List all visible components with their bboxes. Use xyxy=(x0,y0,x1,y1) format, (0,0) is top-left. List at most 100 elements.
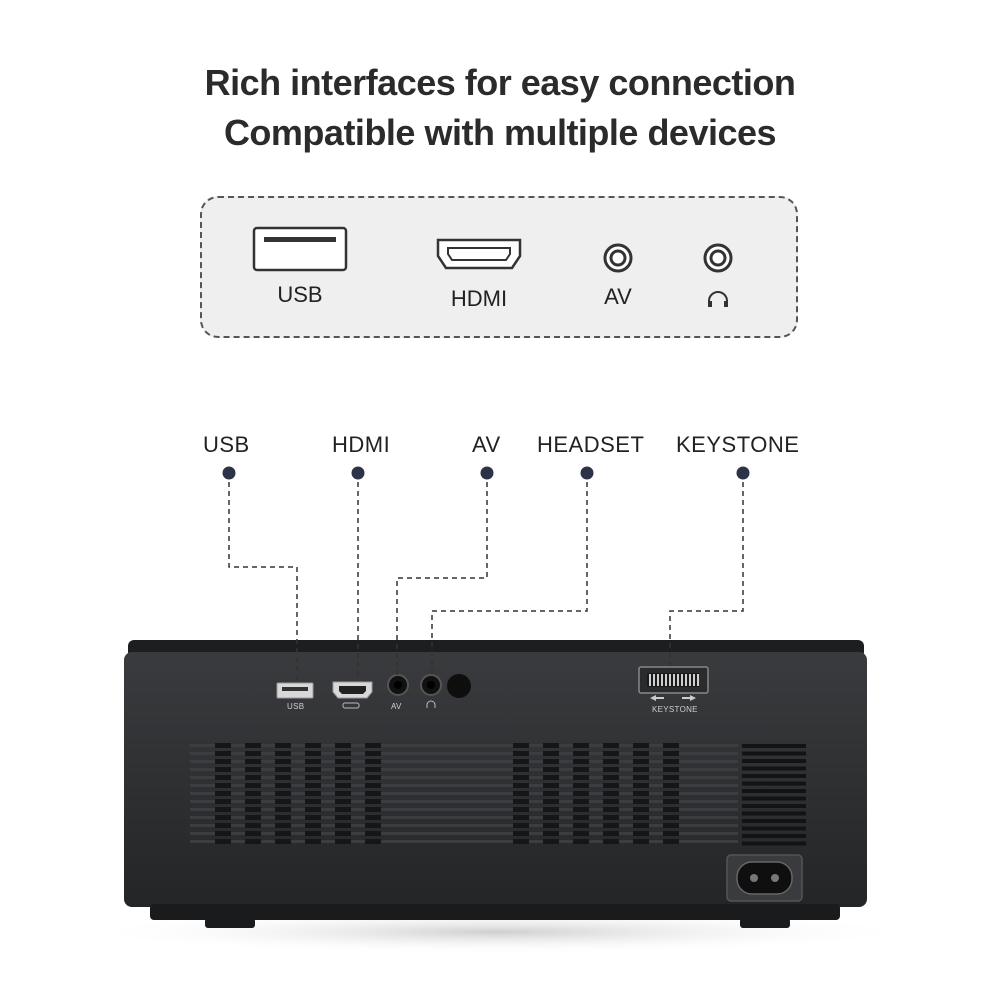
vent-hole xyxy=(335,751,351,756)
vent-hole xyxy=(275,751,291,756)
keystone-wheel-ticks xyxy=(649,674,699,686)
vent-hole xyxy=(603,743,619,748)
callout-label-hdmi: HDMI xyxy=(332,432,391,457)
vent-hole xyxy=(305,759,321,764)
vent-hole xyxy=(573,783,589,788)
vent-hole xyxy=(305,815,321,820)
av-jack-icon xyxy=(603,243,633,273)
vent-hole xyxy=(633,815,649,820)
vent-hole xyxy=(365,807,381,812)
vent-hole xyxy=(245,759,261,764)
vent-hole xyxy=(335,807,351,812)
vent-hole xyxy=(633,839,649,844)
vent-hole xyxy=(513,791,529,796)
side-vent-slot xyxy=(742,796,806,801)
vent-slot xyxy=(190,824,738,827)
vent-hole xyxy=(365,799,381,804)
side-vent-slot xyxy=(742,811,806,816)
vent-hole xyxy=(335,783,351,788)
vent-hole xyxy=(275,823,291,828)
vent-hole xyxy=(335,839,351,844)
projector-foot-left xyxy=(205,918,255,928)
vent-hole xyxy=(245,751,261,756)
vent-hole xyxy=(573,775,589,780)
vent-hole xyxy=(543,767,559,772)
vent-hole xyxy=(513,831,529,836)
vent-hole xyxy=(603,751,619,756)
vent-hole xyxy=(335,799,351,804)
keystone-wheel-tick xyxy=(657,674,659,686)
vent-hole xyxy=(335,791,351,796)
vent-hole xyxy=(305,775,321,780)
interface-hdmi: HDMI xyxy=(436,238,522,312)
side-vent-slot xyxy=(742,804,806,808)
vent-hole xyxy=(305,767,321,772)
vent-hole xyxy=(633,831,649,836)
vent-hole xyxy=(573,751,589,756)
vent-hole xyxy=(633,751,649,756)
vent-hole xyxy=(633,767,649,772)
vent-hole xyxy=(215,743,231,748)
vent-hole xyxy=(215,823,231,828)
vent-hole xyxy=(245,799,261,804)
vent-hole xyxy=(365,839,381,844)
interface-av-label: AV xyxy=(604,284,632,309)
vent-hole xyxy=(633,775,649,780)
vent-hole xyxy=(633,823,649,828)
vent-hole xyxy=(603,759,619,764)
vent-hole xyxy=(603,783,619,788)
vent-hole xyxy=(275,783,291,788)
side-vent-slot xyxy=(742,819,806,823)
side-vent-slot xyxy=(742,841,806,846)
vent-slot xyxy=(190,760,738,763)
callout-dot-hdmi xyxy=(351,466,365,480)
vent-hole xyxy=(275,775,291,780)
vent-slot xyxy=(190,840,738,843)
interface-hdmi-label: HDMI xyxy=(450,286,508,311)
vent-hole xyxy=(245,783,261,788)
leader-line-av xyxy=(396,473,488,675)
vent-hole xyxy=(513,839,529,844)
vent-hole xyxy=(663,783,679,788)
vent-hole xyxy=(603,815,619,820)
vent-hole xyxy=(603,831,619,836)
vent-hole xyxy=(275,759,291,764)
vent-hole xyxy=(573,743,589,748)
vent-hole xyxy=(513,815,529,820)
vent-hole xyxy=(245,815,261,820)
vent-hole xyxy=(513,807,529,812)
keystone-wheel-tick xyxy=(669,674,671,686)
vent-hole xyxy=(215,751,231,756)
callout-label-av: AV xyxy=(472,432,501,457)
hdmi-small-icon xyxy=(342,702,360,709)
vent-hole xyxy=(573,807,589,812)
keystone-wheel-tick xyxy=(665,674,667,686)
vent-hole xyxy=(513,759,529,764)
vent-hole xyxy=(215,799,231,804)
vent-hole xyxy=(513,799,529,804)
callout-leader-lines xyxy=(228,473,744,682)
vent-hole xyxy=(543,759,559,764)
vent-hole xyxy=(275,799,291,804)
keystone-wheel-tick xyxy=(649,674,651,686)
vent-hole xyxy=(633,807,649,812)
vent-hole xyxy=(573,815,589,820)
vent-hole xyxy=(663,823,679,828)
vent-hole xyxy=(543,775,559,780)
vent-slot xyxy=(190,832,738,835)
device-ir-receiver xyxy=(447,674,471,698)
vent-hole xyxy=(305,831,321,836)
vent-hole xyxy=(245,807,261,812)
interface-av: AV xyxy=(598,242,638,310)
vent-hole xyxy=(275,791,291,796)
vent-hole xyxy=(633,799,649,804)
vent-hole xyxy=(573,767,589,772)
headline-line-1: Rich interfaces for easy connection xyxy=(204,62,796,103)
vent-hole xyxy=(335,767,351,772)
side-vent-slot xyxy=(742,781,806,786)
vent-hole xyxy=(603,775,619,780)
leader-line-keystone xyxy=(669,473,744,667)
vent-hole xyxy=(275,831,291,836)
vent-hole xyxy=(335,775,351,780)
vent-hole xyxy=(603,767,619,772)
